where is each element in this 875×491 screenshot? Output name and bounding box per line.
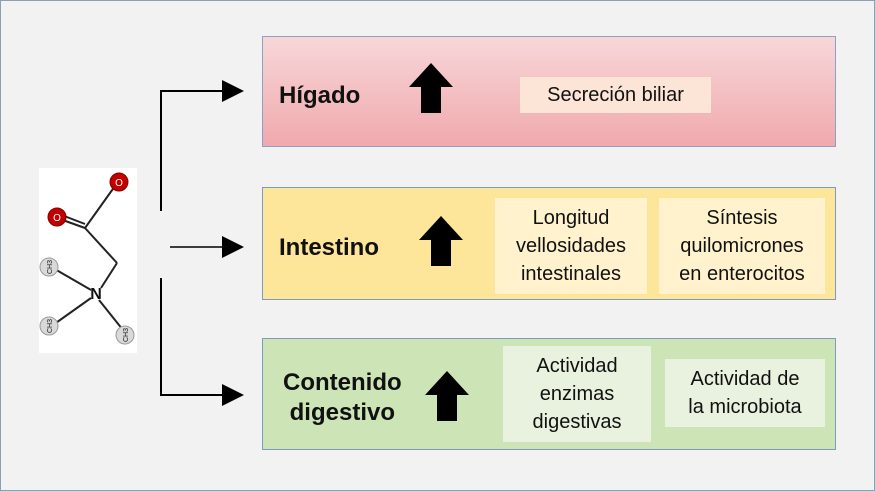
arrow-up-icon xyxy=(409,63,453,113)
molecule-structure: O O - N CH3 CH3 CH3 xyxy=(39,168,137,353)
oxygen-atom-right xyxy=(109,172,129,192)
methyl-3-label: CH3 xyxy=(123,328,130,342)
intestine-panel: Intestino Longitud vellosidades intestin… xyxy=(262,187,836,300)
methyl-group-1 xyxy=(39,257,59,277)
arrow-right-icon xyxy=(160,278,244,406)
intestine-effect-chip-villi: Longitud vellosidades intestinales xyxy=(495,198,647,294)
arrow-up-icon xyxy=(419,216,463,266)
liver-label: Hígado xyxy=(279,82,361,109)
digestive-effect-chip-enzymes: Actividad enzimas digestivas xyxy=(503,346,651,442)
digestive-label: Contenido digestivo xyxy=(283,369,402,426)
digestive-panel: Contenido digestivo Actividad enzimas di… xyxy=(262,338,836,450)
digestive-effect-chip-microbiota: Actividad de la microbiota xyxy=(665,359,825,427)
arrow-right-icon xyxy=(170,236,244,258)
molecule-svg: O O - N CH3 CH3 CH3 xyxy=(39,171,135,345)
oxygen-atom-left xyxy=(47,207,67,227)
oxygen-right-label: O xyxy=(115,178,123,189)
arrow-right-icon xyxy=(160,80,244,211)
oxygen-left-label: O xyxy=(53,213,61,224)
intestine-label: Intestino xyxy=(279,234,379,261)
liver-effect-chip: Secreción biliar xyxy=(520,77,711,113)
liver-panel: Hígado Secreción biliar xyxy=(262,36,836,147)
methyl-group-2 xyxy=(39,316,59,336)
methyl-group-3 xyxy=(115,325,135,345)
arrow-up-icon xyxy=(425,371,469,421)
methyl-1-label: CH3 xyxy=(47,260,54,274)
methyl-2-label: CH3 xyxy=(47,319,54,333)
oxygen-right-charge: - xyxy=(126,171,129,180)
nitrogen-atom: N xyxy=(90,286,102,303)
intestine-effect-chip-chylomicrons: Síntesis quilomicrones en enterocitos xyxy=(659,198,825,294)
